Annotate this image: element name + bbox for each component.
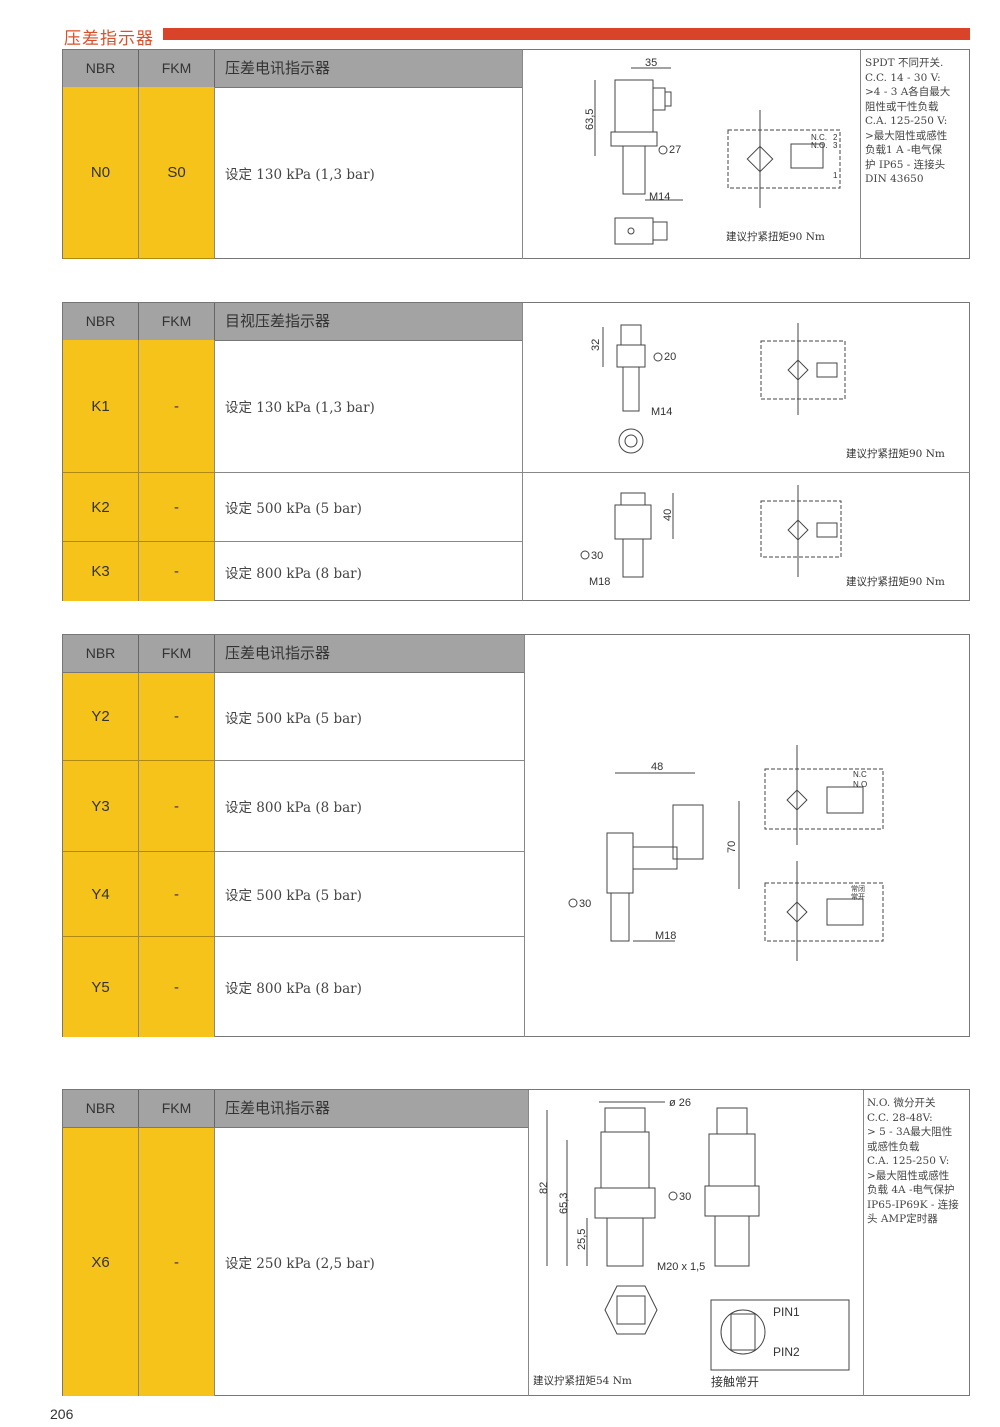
svg-text:M14: M14 bbox=[649, 191, 670, 203]
nbr-code: Y3 bbox=[63, 761, 139, 852]
nbr-code: N0 bbox=[63, 87, 139, 259]
svg-text:建议拧紧扭矩90 Nm: 建议拧紧扭矩90 Nm bbox=[726, 230, 825, 243]
nbr-code: K3 bbox=[63, 542, 139, 601]
table-header: NBR FKM 压差电讯指示器 bbox=[63, 635, 524, 673]
nbr-code: Y4 bbox=[63, 852, 139, 937]
svg-text:N.C: N.C bbox=[853, 770, 867, 779]
svg-text:ø 26: ø 26 bbox=[669, 1097, 691, 1109]
svg-text:65,3: 65,3 bbox=[558, 1193, 570, 1214]
setting-desc: 设定 500 kPa (5 bar) bbox=[215, 852, 524, 937]
svg-text:M18: M18 bbox=[589, 576, 610, 588]
fkm-code: - bbox=[139, 542, 215, 601]
page-number: 206 bbox=[50, 1406, 74, 1422]
fkm-code: - bbox=[139, 852, 215, 937]
table-header: NBR FKM 目视压差指示器 bbox=[63, 303, 522, 341]
setting-desc: 设定 130 kPa (1,3 bar) bbox=[225, 167, 375, 183]
svg-text:接触常开: 接触常开 bbox=[711, 1374, 759, 1389]
col-fkm: FKM bbox=[139, 1090, 215, 1127]
col-nbr: NBR bbox=[63, 303, 139, 340]
k2-k3-drawing: 40 30 M18 建议拧紧扭矩90 Nm bbox=[580, 485, 945, 588]
x6-drawing: ø 26 82 65,3 25,5 30 M20 x 1,5 PIN1 PIN2… bbox=[533, 1097, 850, 1389]
svg-text:30: 30 bbox=[579, 898, 591, 910]
col-nbr: NBR bbox=[63, 1090, 139, 1127]
y-drawing: 48 70 30 M18 N.C N.O 常闭 常开 bbox=[568, 745, 884, 961]
svg-text:建议拧紧扭矩54 Nm: 建议拧紧扭矩54 Nm bbox=[533, 1374, 632, 1387]
svg-text:63,5: 63,5 bbox=[584, 109, 596, 130]
col-fkm: FKM bbox=[139, 50, 215, 87]
n0-drawing: 35 63,5 27 M14 N.C. N.O. 2 3 1 建议拧紧扭矩90 … bbox=[584, 57, 841, 245]
col-nbr: NBR bbox=[63, 50, 139, 87]
page-title: 压差指示器 bbox=[64, 29, 154, 49]
svg-text:常开: 常开 bbox=[851, 892, 865, 901]
setting-desc: 设定 500 kPa (5 bar) bbox=[215, 673, 524, 761]
svg-text:M20 x 1,5: M20 x 1,5 bbox=[657, 1261, 705, 1273]
svg-text:N.O.: N.O. bbox=[811, 141, 827, 150]
setting-desc: 设定 130 kPa (1,3 bar) bbox=[215, 340, 522, 473]
col-fkm: FKM bbox=[139, 635, 215, 672]
fkm-code: S0 bbox=[139, 87, 215, 259]
nbr-code: K2 bbox=[63, 473, 139, 542]
svg-text:建议拧紧扭矩90 Nm: 建议拧紧扭矩90 Nm bbox=[846, 575, 945, 588]
k1-drawing: 32 20 M14 建议拧紧扭矩90 Nm bbox=[590, 323, 945, 460]
svg-text:建议拧紧扭矩90 Nm: 建议拧紧扭矩90 Nm bbox=[846, 447, 945, 460]
setting-desc: 设定 800 kPa (8 bar) bbox=[225, 565, 362, 582]
svg-text:30: 30 bbox=[591, 550, 603, 562]
svg-text:1: 1 bbox=[833, 171, 838, 180]
fkm-code: - bbox=[139, 340, 215, 473]
section-title: 压差电讯指示器 bbox=[225, 644, 331, 662]
setting-desc: 设定 500 kPa (5 bar) bbox=[215, 473, 522, 542]
fkm-code: - bbox=[139, 473, 215, 542]
svg-text:常闭: 常闭 bbox=[851, 884, 865, 893]
svg-text:25,5: 25,5 bbox=[576, 1229, 588, 1250]
svg-text:PIN1: PIN1 bbox=[773, 1305, 800, 1319]
svg-text:32: 32 bbox=[590, 339, 602, 351]
setting-desc: 设定 800 kPa (8 bar) bbox=[225, 981, 362, 997]
svg-text:70: 70 bbox=[726, 841, 738, 853]
title-bar bbox=[163, 28, 970, 40]
section-title: 压差电讯指示器 bbox=[225, 59, 331, 77]
section-title: 目视压差指示器 bbox=[225, 312, 331, 330]
fkm-code: - bbox=[139, 761, 215, 852]
svg-text:27: 27 bbox=[669, 144, 681, 156]
svg-text:M14: M14 bbox=[651, 406, 672, 418]
section-y: NBR FKM 压差电讯指示器 Y2 - 设定 500 kPa (5 bar) … bbox=[62, 634, 970, 1037]
col-fkm: FKM bbox=[139, 303, 215, 340]
svg-text:M18: M18 bbox=[655, 930, 676, 942]
table-header: NBR FKM 压差电讯指示器 bbox=[63, 50, 522, 88]
svg-text:40: 40 bbox=[662, 509, 674, 521]
fkm-code: - bbox=[139, 937, 215, 1037]
table-header: NBR FKM 压差电讯指示器 bbox=[63, 1090, 528, 1128]
fkm-code: - bbox=[139, 1128, 215, 1396]
setting-desc: 设定 800 kPa (8 bar) bbox=[215, 761, 524, 852]
nbr-code: K1 bbox=[63, 340, 139, 473]
svg-text:3: 3 bbox=[833, 141, 838, 150]
spec-note: SPDT 不同开关.C.C. 14 - 30 V:>4 - 3 A各自最大阻性或… bbox=[865, 57, 951, 185]
svg-text:30: 30 bbox=[679, 1191, 691, 1203]
svg-text:82: 82 bbox=[538, 1182, 550, 1194]
section-n0: NBR FKM 压差电讯指示器 N0 S0 设定 130 kPa (1,3 ba… bbox=[62, 49, 970, 259]
svg-text:N.O: N.O bbox=[853, 780, 867, 789]
setting-desc: 设定 250 kPa (2,5 bar) bbox=[225, 1256, 375, 1272]
nbr-code: Y5 bbox=[63, 937, 139, 1037]
col-nbr: NBR bbox=[63, 635, 139, 672]
svg-text:2: 2 bbox=[833, 133, 838, 142]
nbr-code: Y2 bbox=[63, 673, 139, 761]
section-k: NBR FKM 目视压差指示器 K1 - 设定 130 kPa (1,3 bar… bbox=[62, 302, 970, 601]
section-title: 压差电讯指示器 bbox=[225, 1099, 331, 1117]
svg-text:N.C.: N.C. bbox=[811, 133, 827, 142]
fkm-code: - bbox=[139, 673, 215, 761]
svg-text:20: 20 bbox=[664, 351, 676, 363]
section-x6: NBR FKM 压差电讯指示器 X6 - 设定 250 kPa (2,5 bar… bbox=[62, 1089, 970, 1396]
nbr-code: X6 bbox=[63, 1128, 139, 1396]
svg-text:48: 48 bbox=[651, 761, 663, 773]
svg-text:PIN2: PIN2 bbox=[773, 1345, 800, 1359]
svg-text:35: 35 bbox=[645, 57, 657, 69]
